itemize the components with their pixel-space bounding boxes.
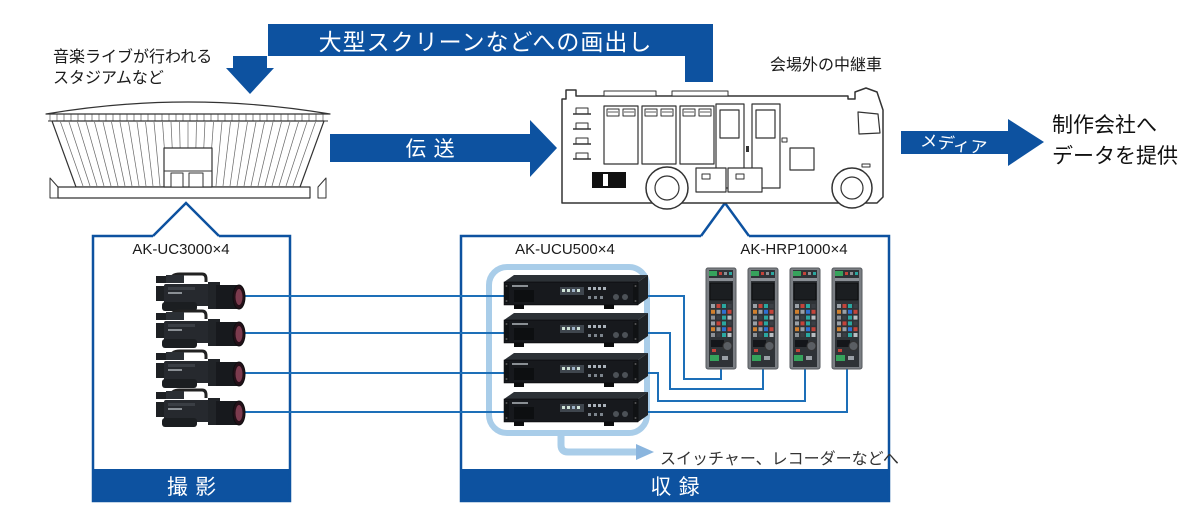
provide-data-note: 制作会社へ データを提供	[1052, 110, 1200, 172]
connection-line	[632, 295, 722, 380]
connection-line	[632, 332, 764, 390]
shooting-footer-label: 撮影	[166, 475, 224, 499]
rcp-illustrations	[705, 267, 863, 370]
shooting-box-frame	[91, 201, 292, 503]
rcp-illustration	[705, 267, 737, 370]
camera-illustration	[154, 388, 247, 429]
recording-box-pointer	[699, 200, 751, 237]
rcp-illustration	[789, 267, 821, 370]
ccu-illustration	[503, 352, 649, 388]
camera-illustration	[154, 272, 247, 313]
connection-line	[632, 366, 848, 413]
recording-box-frame	[459, 200, 891, 503]
provide-line1: 制作会社へ	[1052, 114, 1157, 137]
rcp-illustration	[831, 267, 863, 370]
stadium-caption-line1: 音楽ライブが行われる	[53, 49, 213, 66]
screen-output-arrow-label: 大型スクリーンなどへの画出し	[318, 29, 653, 55]
stadium-caption: 音楽ライブが行われる スタジアムなど	[53, 47, 212, 89]
camera-illustrations	[154, 272, 247, 429]
connection-line	[632, 366, 806, 402]
media-arrow	[901, 119, 1044, 166]
ccu-illustrations	[503, 274, 649, 427]
rcp-model-label: AK-HRP1000×4	[740, 241, 848, 258]
ccu-model-label: AK-UCU500×4	[515, 241, 615, 258]
ccu-illustration	[503, 312, 649, 348]
down-arrow-icon	[226, 56, 274, 94]
stadium-illustration	[45, 101, 331, 199]
recording-footer-label: 収録	[650, 475, 708, 499]
ccu-illustration	[503, 274, 649, 310]
return-feed-arrow	[226, 24, 713, 94]
ob-van-illustration	[561, 87, 884, 210]
camera-illustration	[154, 349, 247, 390]
ccu-group-outline	[486, 264, 650, 436]
rcp-illustration	[747, 267, 779, 370]
shooting-box-pointer	[152, 201, 220, 237]
switcher-note: スイッチャー、レコーダーなどへ	[660, 451, 899, 468]
camera-illustration	[154, 309, 247, 350]
van-caption: 会場外の中継車	[770, 57, 883, 74]
connection-lines	[244, 295, 848, 413]
ccu-illustration	[503, 391, 649, 427]
camera-model-label: AK-UC3000×4	[132, 241, 230, 258]
transmission-arrow-label: 伝送	[405, 138, 463, 161]
switcher-arrow-icon	[557, 431, 654, 460]
transmission-arrow	[330, 120, 557, 177]
stadium-caption-line2: スタジアムなど	[53, 70, 164, 87]
provide-line2: データを提供	[1052, 145, 1178, 168]
